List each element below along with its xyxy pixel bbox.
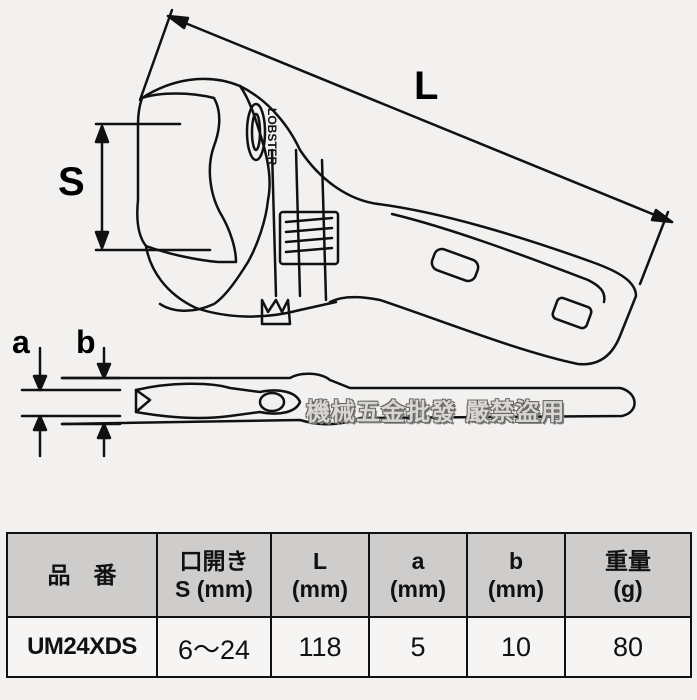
dimension-label-L: L (414, 64, 439, 108)
header-b: b (mm) (466, 532, 566, 618)
worm-gear (260, 148, 340, 326)
wrench-technical-drawing: LOBSTER (20, 8, 674, 458)
header-a: a (mm) (368, 532, 468, 618)
dimension-L-line (138, 8, 674, 286)
table-row: UM24XDS 6～24 118 5 10 80 (6, 616, 692, 678)
header-weight: 重量 (g) (564, 532, 692, 618)
wrench-handle-outline (328, 202, 638, 366)
dimension-b-arrows (96, 346, 112, 458)
header-model: 品 番 (6, 532, 158, 618)
spec-table: 品 番 口開き S (mm) L (mm) a (mm) b (mm) 重量 (… (6, 532, 692, 678)
brand-mark: LOBSTER (265, 108, 279, 166)
dimension-label-b: b (76, 324, 96, 360)
lobster-logo (245, 102, 267, 162)
cell-b: 10 (466, 616, 566, 678)
cell-a: 5 (368, 616, 468, 678)
header-opening: 口開き S (mm) (156, 532, 272, 618)
dimension-label-S: S (58, 160, 85, 204)
dimension-S-line (94, 122, 212, 252)
dimension-a-arrows (32, 346, 48, 458)
cell-model: UM24XDS (6, 616, 158, 678)
cell-length: 118 (270, 616, 370, 678)
header-length: L (mm) (270, 532, 370, 618)
watermark-text: 機械五金批發 嚴禁盜用 (306, 398, 566, 426)
cell-weight: 80 (564, 616, 692, 678)
cell-opening: 6～24 (156, 616, 272, 678)
table-header-row: 品 番 口開き S (mm) L (mm) a (mm) b (mm) 重量 (… (6, 532, 692, 618)
dimension-label-a: a (12, 324, 30, 360)
wrench-side-view (20, 372, 636, 426)
